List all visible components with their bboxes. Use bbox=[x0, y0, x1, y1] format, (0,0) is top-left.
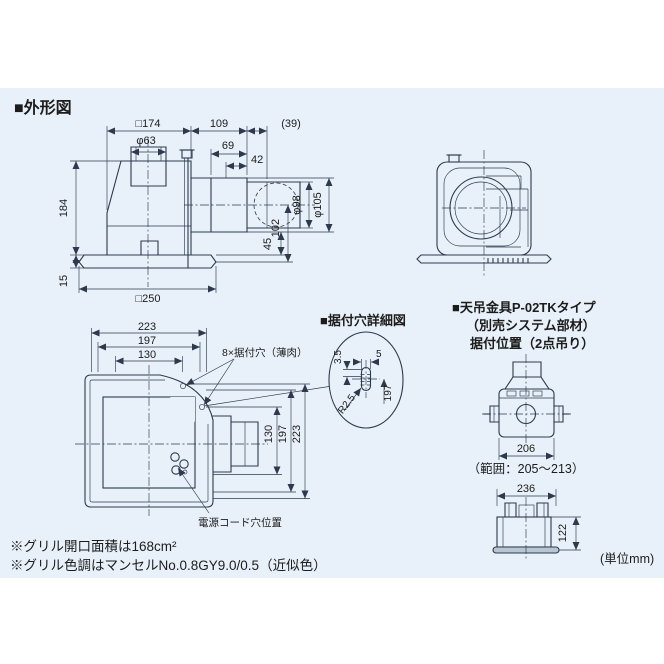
front-view bbox=[416, 150, 552, 278]
bellmouth bbox=[130, 160, 167, 187]
dim-69: 69 bbox=[222, 140, 234, 152]
bottom-grille-view bbox=[75, 365, 268, 516]
dim-45: 45 bbox=[262, 238, 274, 250]
side-section-view bbox=[78, 138, 315, 287]
dim-pipe-inner: φ98 bbox=[291, 195, 303, 214]
bottom-view-dimensions: 223 197 130 130 197 223 8×据付穴（薄肉） 電源コード穴… bbox=[91, 321, 310, 529]
detail-dim-3-5: 3.5 bbox=[333, 350, 344, 364]
grille-hatch-ticks bbox=[487, 257, 529, 264]
motor-notch bbox=[140, 240, 159, 256]
dim-42: 42 bbox=[251, 154, 263, 166]
dim-duct-length: 109 bbox=[210, 118, 228, 130]
front-top-bolt bbox=[448, 154, 460, 163]
footnote-grille-color: ※グリル色調はマンセルNo.0.8GY9.0/0.5（近似色） bbox=[10, 557, 327, 573]
bracket-top-view bbox=[482, 354, 571, 444]
dim-inlet-diameter: φ63 bbox=[136, 135, 155, 147]
front-flange bbox=[416, 254, 552, 264]
page-title: ■外形図 bbox=[14, 98, 72, 117]
dim-236: 236 bbox=[517, 483, 535, 495]
dim-width-197: 197 bbox=[138, 335, 156, 347]
bracket-range-note: （範囲：205～213） bbox=[468, 461, 585, 476]
unit-note: (単位mm) bbox=[600, 551, 654, 566]
dim-width-130: 130 bbox=[138, 349, 156, 361]
flange-outline bbox=[84, 374, 214, 508]
dim-height-223: 223 bbox=[291, 425, 303, 443]
detail-cut-curve bbox=[159, 374, 214, 421]
mounting-hole-mark bbox=[180, 383, 186, 389]
dim-duct-overhang: (39) bbox=[281, 118, 301, 130]
hole-detail-title: ■据付穴詳細図 bbox=[320, 313, 406, 328]
dim-206: 206 bbox=[517, 443, 535, 455]
detail-dim-pitch: 197 bbox=[383, 384, 394, 401]
mounting-holes-label: 8×据付穴（薄肉） bbox=[222, 346, 307, 359]
dim-height-197: 197 bbox=[277, 425, 289, 443]
mounting-hole-mark bbox=[199, 404, 205, 410]
section-detail-lines bbox=[486, 175, 529, 248]
bracket-side-view bbox=[492, 497, 560, 560]
dim-body-height: 184 bbox=[58, 199, 70, 217]
top-bolt bbox=[181, 149, 193, 159]
mounting-hole-detail: ■据付穴詳細図 5 3.5 197 R2.5 bbox=[203, 313, 406, 429]
bracket-title-line2: （別売システム部材） bbox=[466, 318, 596, 333]
side-view-dimensions: □174 109 (39) φ63 69 42 184 15 □250 φ98 bbox=[58, 118, 334, 305]
detail-dim-5: 5 bbox=[376, 349, 382, 360]
ceiling-bracket-section: ■天吊金具P-02TKタイプ （別売システム部材） 据付位置（2点吊り） bbox=[452, 300, 597, 560]
footnote-grille-area: ※グリル開口面積は168cm² bbox=[10, 539, 177, 554]
slot-hole bbox=[360, 366, 372, 392]
bracket-title-line1: ■天吊金具P-02TKタイプ bbox=[452, 300, 597, 315]
dim-pipe-outer: φ105 bbox=[312, 192, 324, 218]
side-duct-port bbox=[212, 415, 259, 473]
ceiling-flange bbox=[78, 254, 217, 269]
dim-top-width: □174 bbox=[136, 118, 161, 130]
bracket-title-line3: 据付位置（2点吊り） bbox=[470, 336, 594, 351]
dim-102: 102 bbox=[270, 219, 282, 237]
dim-width-223: 223 bbox=[138, 321, 156, 333]
dim-flange-width: □250 bbox=[136, 293, 161, 305]
dim-122: 122 bbox=[557, 524, 569, 542]
cord-hole-circles bbox=[170, 452, 189, 475]
dim-flange-height: 15 bbox=[58, 275, 70, 287]
dim-height-130: 130 bbox=[263, 425, 275, 443]
cord-hole-label: 電源コード穴位置 bbox=[198, 516, 282, 529]
